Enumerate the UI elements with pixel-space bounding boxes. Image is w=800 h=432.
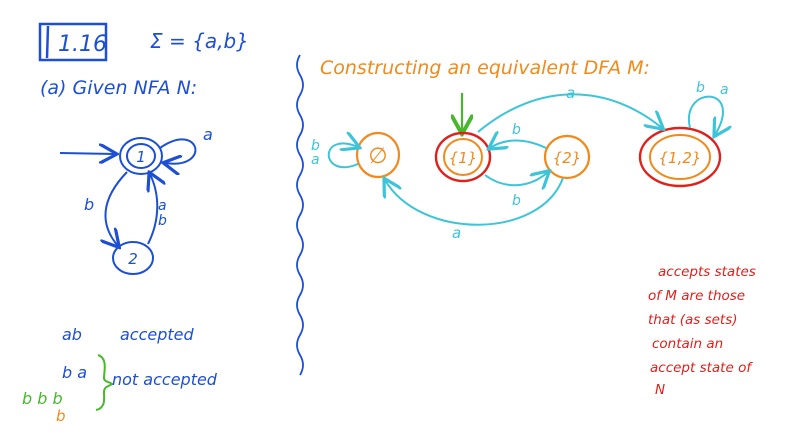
example-bbb-extra: b: [56, 407, 66, 425]
dfa-label-low-b: b: [512, 193, 521, 209]
note-line-1: accepts states: [658, 264, 756, 280]
nfa-label-b2: b: [158, 213, 167, 229]
nfa-state-2: 2: [112, 241, 154, 275]
nfa-label-self-a: a: [203, 125, 213, 144]
nfa-label-b: b: [84, 195, 94, 214]
nfa-edge-1-to-2: [105, 171, 128, 246]
dfa-heading: Constructing an equivalent DFA M:: [320, 57, 650, 79]
nfa-state-1: 1: [119, 137, 163, 175]
dfa-label-empty-b: b: [311, 138, 320, 154]
dfa-state-1-label: {1}: [449, 149, 478, 167]
start-arrow: [59, 153, 115, 154]
dfa-edge-1-to-12: [477, 93, 662, 133]
note-line-5: accept state of: [650, 360, 753, 376]
part-a-heading: (a) Given NFA N:: [40, 77, 197, 99]
dfa-label-mid-b: b: [512, 122, 521, 138]
example-not-accepted: not accepted: [112, 370, 218, 389]
dfa-state-empty: ∅: [355, 131, 401, 179]
dfa-label-empty-a: a: [311, 152, 320, 168]
example-ab-result: accepted: [120, 325, 195, 344]
divider-line: [296, 54, 304, 376]
alphabet-definition: Σ = {a,b}: [150, 29, 249, 53]
dfa-state-12-label: {1,2}: [659, 149, 702, 167]
note-line-2: of M are those: [648, 288, 745, 304]
nfa-label-a: a: [158, 198, 167, 214]
dfa-edge-2-to-1: [490, 141, 547, 149]
exercise-number: 1.16: [58, 32, 107, 57]
exercise-box: 1.16: [38, 22, 108, 62]
dfa-state-2-label: {2}: [553, 149, 582, 167]
nfa-self-loop-a: [159, 138, 197, 163]
dfa-loop-empty: [327, 143, 358, 169]
note-line-6: N: [655, 382, 665, 398]
dfa-label-top-a: a: [566, 84, 575, 102]
dfa-label-self-a: a: [720, 82, 729, 98]
nfa-state-1-label: 1: [136, 148, 146, 166]
dfa-edge-2-to-empty: [385, 178, 564, 226]
nfa-diagram: 1 a 2 b a b: [59, 125, 213, 275]
dfa-label-bottom-a: a: [452, 224, 461, 242]
dfa-state-empty-label: ∅: [368, 144, 387, 169]
dfa-state-12: {1,2}: [638, 126, 722, 188]
note-line-4: contain an: [652, 336, 723, 352]
dfa-label-self-b: b: [696, 80, 705, 96]
dfa-loop-12: [687, 95, 723, 135]
examples: ab accepted b a b b b b not accepted: [22, 325, 218, 425]
accept-states-note: accepts states of M are those that (as s…: [648, 264, 756, 398]
brace: [95, 354, 114, 411]
dfa-diagram: ∅ b a {1} {2} {1,2} a b b: [311, 80, 729, 242]
dfa-state-2: {2}: [543, 134, 591, 180]
example-ab: ab: [62, 325, 82, 344]
dfa-state-1: {1}: [434, 131, 492, 183]
note-line-3: that (as sets): [648, 312, 738, 328]
nfa-edge-2-to-1: [148, 174, 157, 245]
example-bbb: b b b: [22, 389, 63, 408]
dfa-edge-1-to-2: [484, 172, 548, 185]
example-ba: b a: [62, 363, 87, 382]
nfa-state-2-label: 2: [128, 250, 138, 268]
